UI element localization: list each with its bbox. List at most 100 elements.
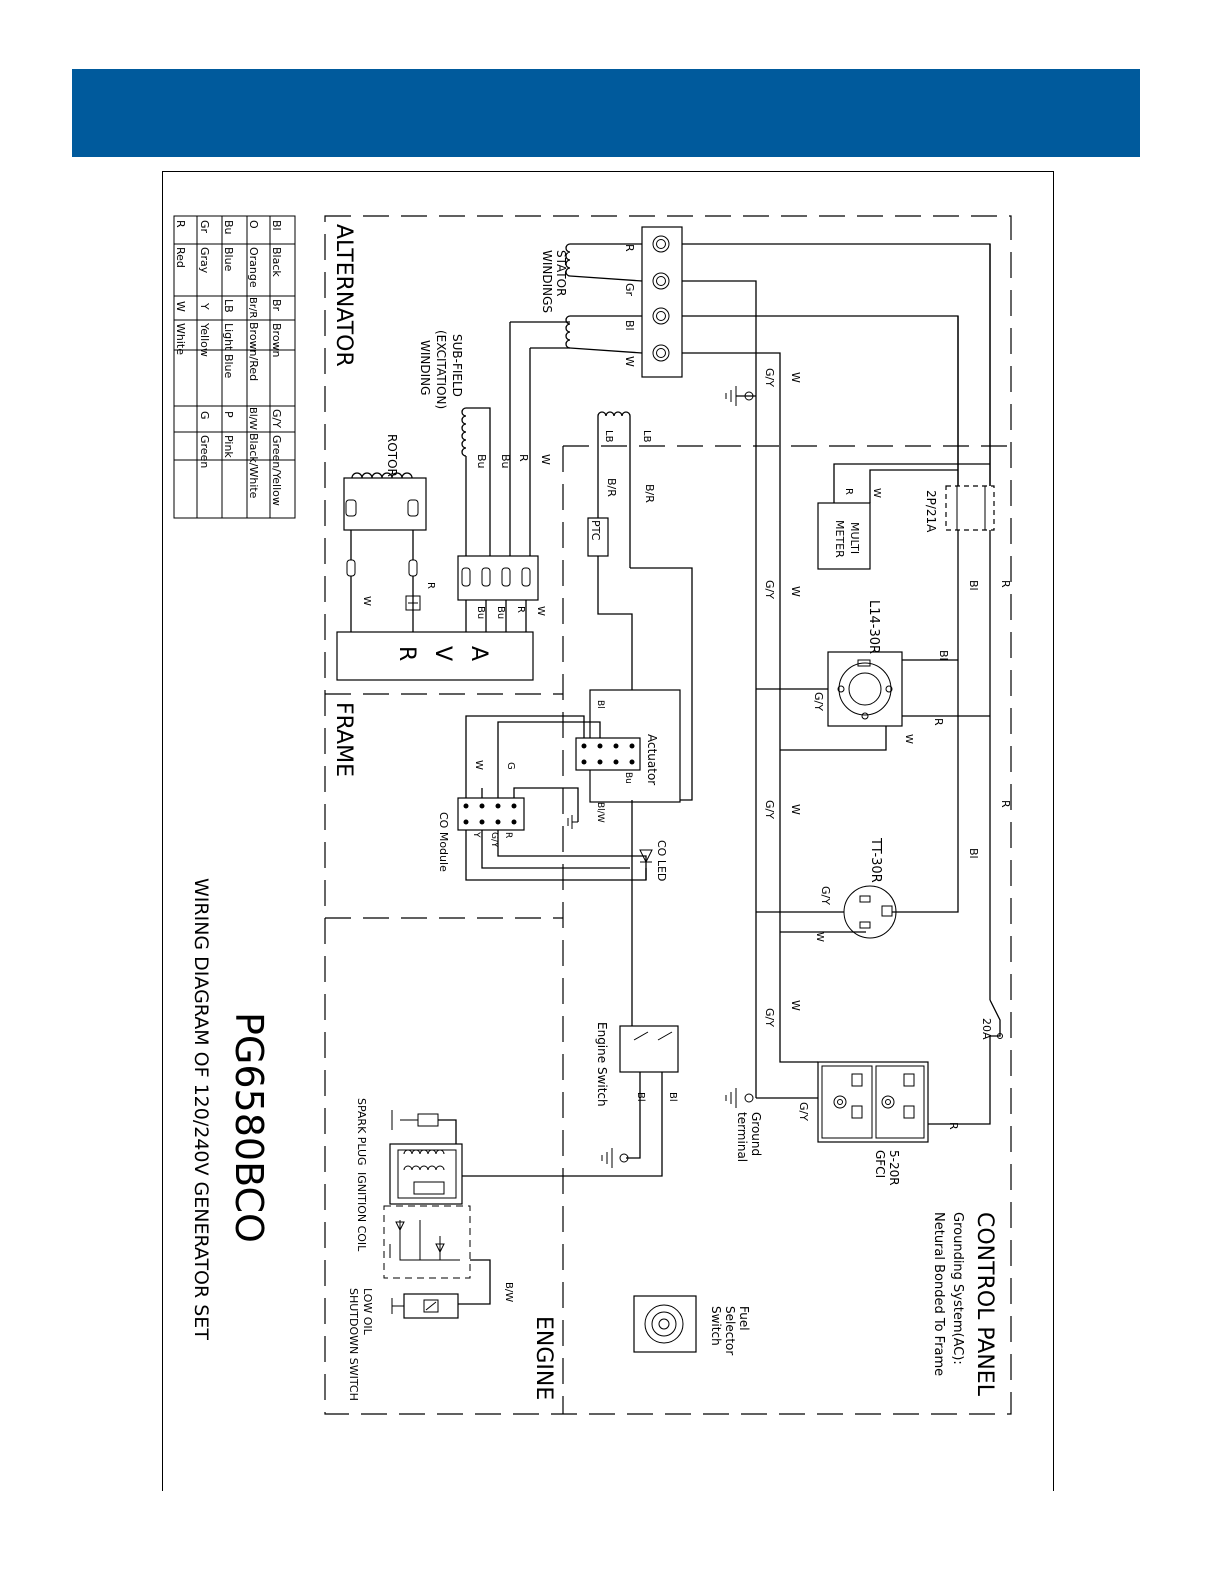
low-oil-label: SHUTDOWN SWITCH — [347, 1288, 360, 1401]
wire-label: Y — [471, 831, 481, 838]
legend-code: P — [222, 411, 235, 418]
wire-label: R — [999, 580, 1012, 588]
breaker-2p-21a — [945, 244, 995, 531]
stator-label-1: STATOR — [554, 250, 568, 296]
wire-label: Bu — [475, 454, 488, 469]
tt-30r-receptacle — [756, 885, 959, 939]
low-oil-shutdown-switch — [391, 1293, 459, 1319]
co-led-label: CO LED — [655, 840, 668, 881]
breaker-2p-label: 2P/21A — [924, 490, 938, 533]
legend-code: Bl — [270, 220, 283, 231]
model-title: PG6580BCO — [227, 1012, 271, 1243]
wire-label: G — [505, 762, 516, 770]
actuator-label: Actuator — [645, 734, 659, 785]
legend-code: Gr — [198, 220, 211, 234]
wire-label: W — [789, 586, 802, 597]
wire-label: Bu — [495, 606, 506, 619]
wire-label: W — [789, 804, 802, 815]
wire-label: R — [623, 244, 636, 252]
legend-name: Gray — [198, 247, 211, 274]
multimeter — [817, 463, 990, 570]
stator-terminal-block — [641, 226, 683, 378]
co-module-label: CO Module — [437, 812, 450, 872]
breaker-20a — [928, 999, 1003, 1125]
co-led — [630, 849, 653, 880]
rotor-label: ROTOR — [385, 434, 399, 477]
subfield-label: (EXCITATION) — [434, 330, 448, 409]
legend-name: Green/Yellow — [270, 435, 283, 506]
wire-label: B/R — [643, 484, 656, 503]
wire-label: W — [871, 488, 882, 498]
wire-label: G/Y — [812, 692, 825, 711]
legend-code: R — [174, 220, 187, 228]
section-control-panel: CONTROL PANEL — [972, 1212, 997, 1397]
multimeter-label: MULTI — [848, 522, 861, 554]
wire-label: Bl — [623, 320, 636, 331]
wire-label: R — [517, 454, 530, 462]
wire-label: W — [623, 356, 636, 367]
l14-30r-receptacle — [756, 651, 990, 751]
ptc-label: PTC — [589, 520, 602, 541]
wire-label: Bl — [967, 580, 980, 591]
wire-label: R — [425, 582, 436, 589]
legend-name: Light Blue — [222, 323, 235, 379]
legend-code: G/Y — [270, 409, 283, 428]
ignition-coil — [383, 1143, 491, 1305]
ground-terminal-label: terminal — [735, 1112, 749, 1162]
actuator — [575, 689, 681, 803]
legend-code: Br/R — [247, 297, 258, 318]
spark-plug-label: SPARK PLUG — [355, 1098, 368, 1166]
ground-terminal-label: Ground — [749, 1112, 763, 1156]
wire-label: W — [814, 932, 825, 942]
wire-label: R — [947, 1122, 960, 1130]
legend-name: Blue — [222, 247, 235, 272]
legend-name: Yellow — [198, 322, 211, 357]
wire-label: LB — [603, 430, 614, 443]
wire-label: Gr — [623, 283, 636, 297]
wire-label: Bl — [595, 700, 605, 709]
stator-label-2: WINDINGS — [540, 250, 554, 313]
avr-letter: V — [430, 646, 455, 661]
avr-letter: A — [466, 646, 491, 661]
wire-label: W — [539, 454, 552, 465]
wire-label: Bl — [967, 848, 980, 859]
diagram-subtitle: WIRING DIAGRAM OF 120/240V GENERATOR SET — [190, 878, 212, 1340]
l14-label: L14-30R — [866, 600, 881, 654]
wire-label: B/R — [605, 478, 618, 497]
legend-code: Y — [198, 302, 211, 310]
fuel-selector-label: Switch — [709, 1306, 723, 1346]
legend-name: Pink — [222, 435, 235, 458]
wire-label: LB — [641, 430, 652, 443]
co-module — [457, 715, 647, 881]
fuel-selector-label: Selector — [723, 1306, 737, 1355]
wire-label: Bu — [623, 772, 633, 784]
wire-label: Bl/W — [595, 802, 605, 823]
legend-code: Br — [270, 299, 283, 312]
wire-label: G/Y — [763, 1008, 776, 1027]
wire-label: W — [903, 734, 914, 744]
rotor — [343, 472, 427, 632]
legend-name: Black/White — [247, 433, 260, 499]
avr-box — [336, 631, 534, 681]
legend-name: Brown — [270, 323, 283, 358]
spark-plug — [391, 1110, 457, 1144]
legend-name: Red — [174, 247, 187, 268]
subfield-label: SUB-FIELD — [450, 334, 464, 397]
color-legend: Bl Black Br Brown G/Y Green/Yellow O Ora… — [173, 215, 296, 519]
legend-code: LB — [222, 299, 235, 313]
wire-label: Bl — [635, 1092, 646, 1102]
wire-label: Bu — [475, 606, 486, 619]
ground-symbol — [601, 1148, 629, 1168]
wire-label: B/W — [503, 1282, 514, 1302]
wire-label: W — [789, 1000, 802, 1011]
engine-switch-label: Engine Switch — [595, 1022, 609, 1107]
stator-coil — [565, 243, 643, 282]
legend-code: O — [247, 220, 260, 229]
wire-label: W — [789, 372, 802, 383]
legend-code: Bu — [222, 220, 235, 235]
avr-letter: R — [394, 646, 419, 661]
legend-name: Green — [198, 435, 211, 468]
wire-label: G/Y — [763, 368, 776, 387]
header-banner — [72, 69, 1140, 157]
section-borders — [324, 215, 1012, 1415]
